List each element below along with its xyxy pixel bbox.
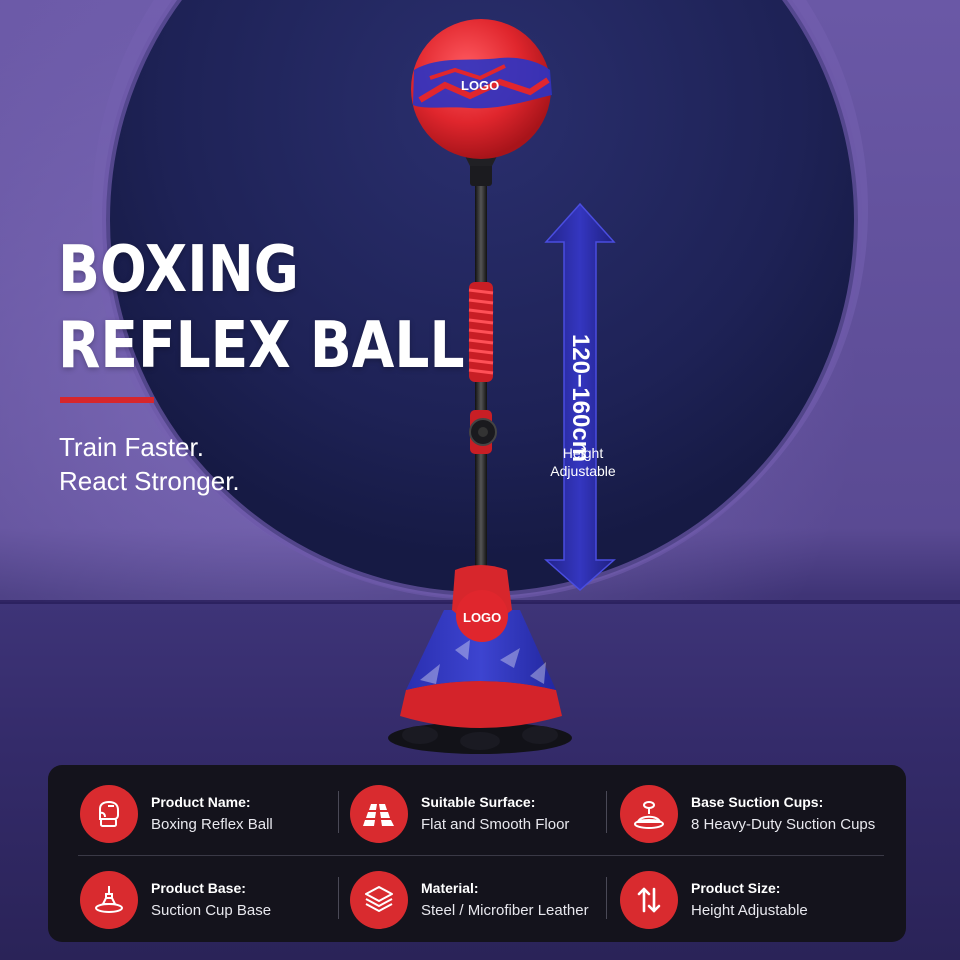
height-label: Height Adjustable (538, 444, 628, 480)
floor-tiles-icon (350, 785, 408, 843)
feature-value: Height Adjustable (691, 902, 808, 919)
reflex-ball (411, 19, 552, 159)
feature-value: Suction Cup Base (151, 902, 272, 919)
feature-value: Boxing Reflex Ball (151, 816, 273, 833)
product-title: BOXING REFLEX BALL (58, 232, 465, 384)
boxing-glove-icon (80, 785, 138, 843)
height-range: 120–160cm (567, 333, 594, 463)
base-logo: LOGO (463, 610, 502, 625)
feature-product-base: Product Base: Suction Cup Base (80, 871, 271, 929)
accent-line (60, 397, 154, 403)
feature-label: Product Name: (151, 794, 251, 810)
up-down-arrows-icon (620, 871, 678, 929)
title-line-1: BOXING (58, 233, 299, 307)
suction-base-icon (80, 871, 138, 929)
feature-product-size: Product Size: Height Adjustable (620, 871, 808, 929)
feature-value: Steel / Microfiber Leather (421, 902, 589, 919)
feature-value: 8 Heavy-Duty Suction Cups (691, 816, 876, 833)
height-label-line-1: Height (562, 445, 604, 461)
height-label-line-2: Adjustable (550, 463, 616, 479)
tagline-line-2: React Stronger. (59, 466, 240, 496)
suction-cup-icon (620, 785, 678, 843)
base (388, 565, 572, 754)
feature-product-name: Product Name: Boxing Reflex Ball (80, 785, 273, 843)
feature-label: Base Suction Cups: (691, 794, 824, 810)
panel-divider (606, 877, 607, 919)
tagline: Train Faster. React Stronger. (59, 430, 240, 498)
feature-label: Suitable Surface: (421, 794, 536, 810)
ball-logo: LOGO (461, 78, 500, 93)
panel-divider-horizontal (78, 855, 884, 856)
feature-value: Flat and Smooth Floor (421, 816, 570, 833)
feature-label: Product Size: (691, 880, 781, 896)
spec-panel: Product Name: Boxing Reflex Ball Suitabl… (48, 765, 906, 942)
feature-label: Product Base: (151, 880, 246, 896)
spring (468, 282, 494, 382)
feature-suction-cups: Base Suction Cups: 8 Heavy-Duty Suction … (620, 785, 875, 843)
height-arrow (544, 202, 616, 592)
panel-divider (338, 791, 339, 833)
layers-icon (350, 871, 408, 929)
panel-divider (606, 791, 607, 833)
panel-divider (338, 877, 339, 919)
feature-material: Material: Steel / Microfiber Leather (350, 871, 589, 929)
feature-suitable-surface: Suitable Surface: Flat and Smooth Floor (350, 785, 569, 843)
feature-label: Material: (421, 880, 479, 896)
title-line-2: REFLEX BALL (58, 309, 465, 383)
tagline-line-1: Train Faster. (59, 432, 204, 462)
